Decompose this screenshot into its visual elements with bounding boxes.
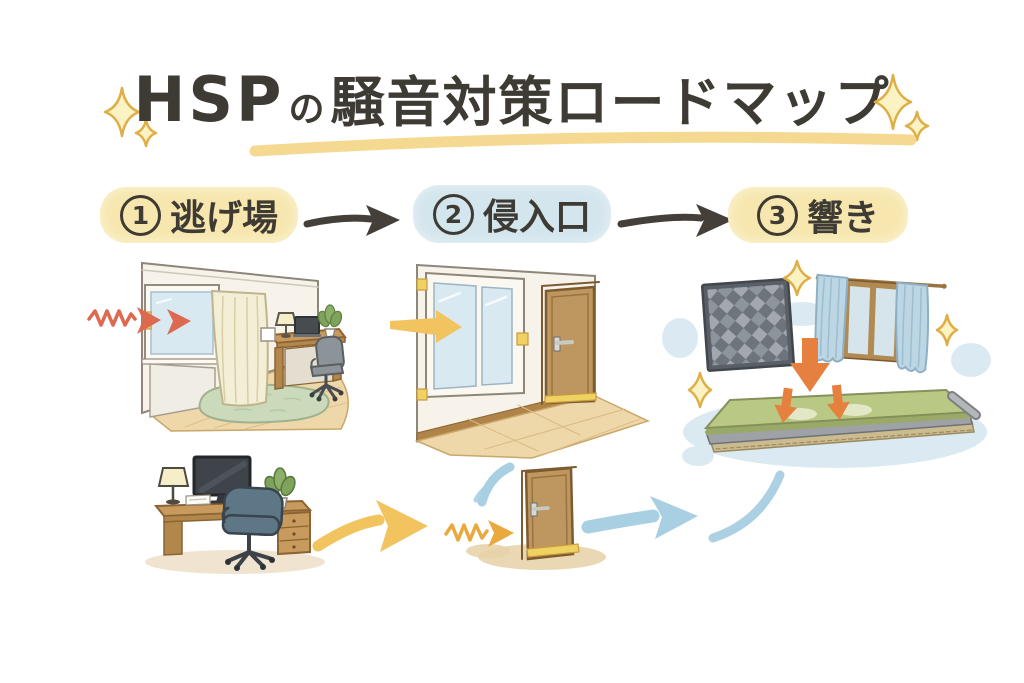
laptop-icon — [293, 316, 321, 337]
title-particle: の — [288, 89, 327, 130]
door-bottom-seal — [544, 392, 597, 404]
illustration-door-noise — [444, 462, 785, 570]
window-seal-pad — [416, 388, 428, 401]
step2-number: 2 — [432, 193, 474, 235]
step-arrow-1-icon — [303, 205, 400, 236]
step3-number: 3 — [756, 194, 798, 236]
down-arrow-icon — [826, 384, 850, 420]
step-arrow-2-icon — [617, 204, 733, 237]
desk-lamp-icon — [157, 467, 190, 505]
office-chair-icon — [309, 335, 345, 402]
step1-badge: 1 逃げ場 — [100, 187, 298, 243]
desk-clock-icon — [185, 494, 211, 506]
illustration-desk-source — [145, 455, 428, 574]
sparkle-right-icon — [873, 73, 930, 142]
window-seal-pad — [416, 278, 428, 291]
sealed-window-icon — [416, 271, 529, 401]
illustration-room-escape — [87, 261, 349, 432]
desk-shadow — [145, 550, 325, 574]
step3-badge: 3 響き — [728, 187, 908, 243]
noise-wave-red-icon — [87, 307, 191, 335]
down-arrow-icon — [790, 338, 830, 392]
blue-curved-arrow-icon — [581, 470, 785, 543]
door-swing-arc-icon — [473, 462, 515, 507]
office-chair-icon — [221, 486, 284, 571]
picture-frame-icon — [260, 327, 276, 342]
step1-number: 1 — [119, 194, 161, 236]
window-latch-seal — [516, 332, 529, 346]
door-with-seal-icon — [521, 466, 580, 561]
room-curtain — [210, 289, 269, 407]
step3-label: 響き — [806, 198, 879, 239]
yellow-arrow-icon — [390, 310, 462, 343]
title-underline-swoosh — [249, 131, 917, 157]
soundproof-curtain-window-icon — [813, 273, 947, 374]
sparkle-icon — [935, 313, 959, 347]
step2-label: 侵入口 — [482, 197, 591, 238]
down-arrow-icon — [774, 387, 798, 423]
illustration-soundproofing — [662, 259, 991, 468]
entry-floor — [414, 395, 651, 459]
title-main: 騒音対策ロードマップ — [330, 71, 891, 134]
door-bottom-seal — [526, 543, 580, 558]
title-prefix: HSP — [133, 63, 285, 136]
illustration-entry-points — [390, 263, 651, 459]
monitor-icon — [192, 455, 252, 504]
sparkle-left-icon — [103, 86, 158, 148]
sparkle-icon — [687, 371, 713, 409]
step1-label: 逃げ場 — [169, 198, 278, 239]
noise-zigzag-orange-icon — [444, 520, 514, 547]
step2-badge: 2 侵入口 — [413, 185, 611, 243]
sealed-door-icon — [541, 281, 600, 405]
sparkle-icon — [782, 259, 812, 297]
desk-lamp-icon — [274, 312, 298, 338]
acoustic-panel-icon — [700, 277, 796, 372]
yellow-curved-arrow-icon — [312, 500, 428, 552]
